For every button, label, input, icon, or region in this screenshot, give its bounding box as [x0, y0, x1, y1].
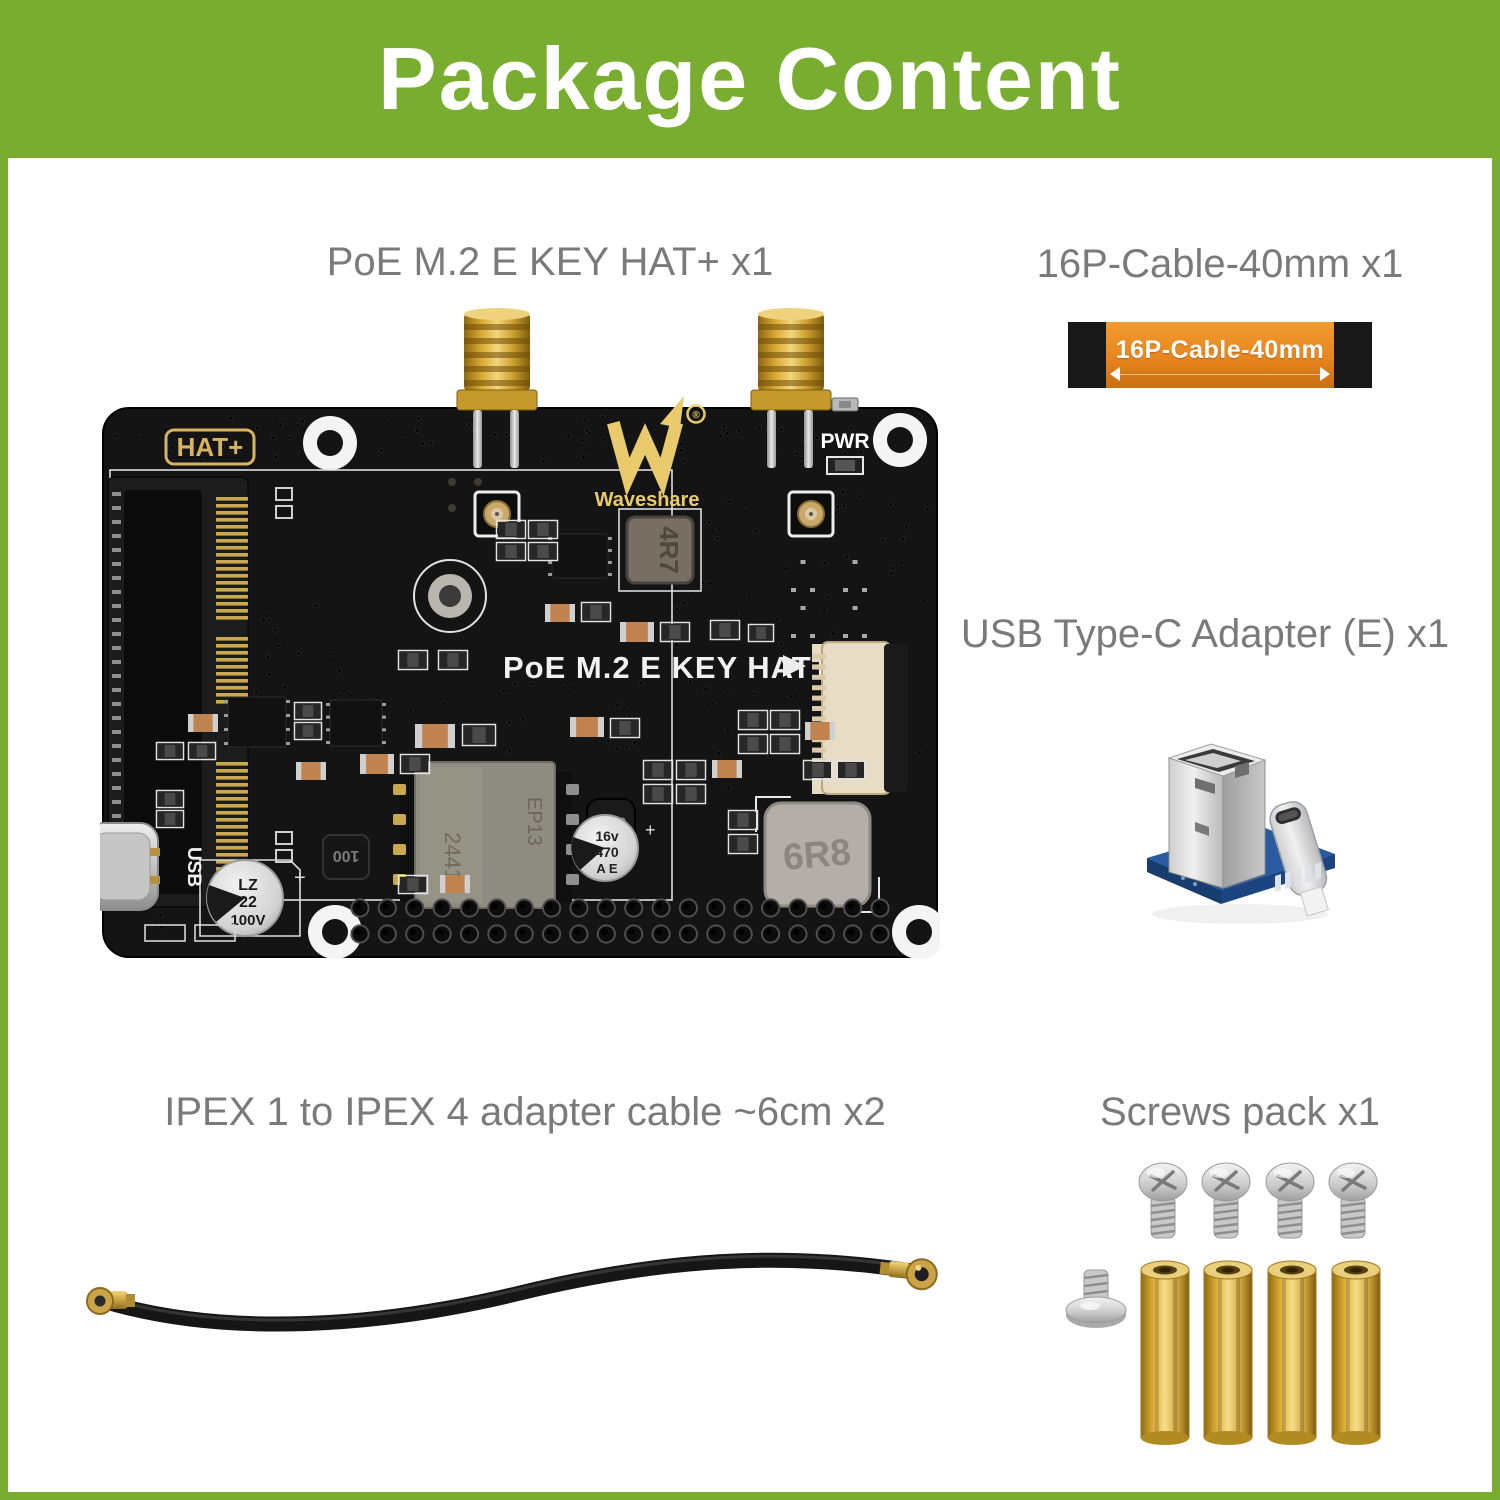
capacitor-lz: LZ 22 100V + — [199, 859, 306, 937]
cable-arrow-right-icon — [1320, 367, 1330, 381]
transformer-lot-text: 2441 — [440, 832, 465, 881]
adapter-solder-pins — [1275, 862, 1321, 892]
silk-arrow-icon — [783, 655, 806, 677]
label-16p-cable: 16P-Cable-40mm x1 — [1036, 242, 1404, 286]
cable-arrow-left-icon — [1110, 367, 1120, 381]
transformer-code-text: EP13 — [523, 797, 545, 846]
cable-fold-line — [1120, 374, 1320, 375]
usb-a-connector — [1167, 743, 1267, 889]
usbc-adapter-image: USB Ty Ad — [1147, 743, 1335, 924]
cable-print-text: 16P-Cable-40mm — [1115, 335, 1325, 364]
ipex-cable-image — [86, 1252, 938, 1332]
inductor-6r8: 6R8 — [755, 796, 880, 913]
cable-end-stiffener — [1068, 322, 1106, 388]
label-usbc-adapter: USB Type-C Adapter (E) x1 — [960, 612, 1450, 656]
usb-silk-text: USB — [183, 847, 204, 887]
ipex-plug-right — [879, 1258, 938, 1291]
cap-small-plus: + — [645, 820, 656, 840]
small-screw — [1065, 1269, 1127, 1328]
pwr-text: PWR — [821, 430, 870, 453]
cable-highlight — [109, 1254, 913, 1322]
cap-small-line2: 470 — [595, 844, 619, 860]
sma-connector-right — [750, 308, 832, 468]
inductor-100: 100 — [322, 834, 370, 880]
cap-small-line3: A E — [596, 861, 618, 876]
frame-left — [0, 158, 8, 1500]
page-title: Package Content — [378, 29, 1122, 128]
mounting-holes — [303, 413, 940, 959]
usbc-port: USB — [100, 822, 236, 942]
smd-components — [155, 519, 870, 895]
poe-hat-board-image: HAT+ ® Wa — [100, 308, 940, 959]
waveshare-logo: ® Waveshare — [595, 396, 706, 511]
inductor-6r8-text: 6R8 — [781, 831, 852, 878]
cap-large-line2: 22 — [239, 894, 257, 911]
label-ipex-cable: IPEX 1 to IPEX 4 adapter cable ~6cm x2 — [164, 1090, 886, 1134]
adapter-shadow — [1152, 904, 1328, 924]
label-screws-pack: Screws pack x1 — [1099, 1090, 1381, 1134]
cap-small-line1: 16v — [595, 828, 619, 844]
transformer-ep13: 2441 EP13 — [393, 761, 579, 909]
cable-end-stiffener — [1334, 322, 1372, 388]
hat-plus-text: HAT+ — [177, 432, 244, 462]
inductor-100-text: 100 — [333, 847, 360, 864]
registered-mark: ® — [692, 410, 700, 421]
16p-ribbon-cable-image: 16P-Cable-40mm — [1068, 322, 1372, 388]
brass-standoffs — [1140, 1260, 1381, 1445]
sma-connector-left — [456, 308, 538, 468]
ipex-plug-left — [86, 1287, 135, 1315]
gpio-header-holes — [350, 898, 890, 944]
hat-plus-badge: HAT+ — [164, 428, 256, 466]
label-poe-hat: PoE M.2 E KEY HAT+ x1 — [326, 240, 774, 284]
cable-body: 16P-Cable-40mm — [1106, 322, 1334, 388]
inductor-4r7-text: 4R7 — [654, 526, 684, 574]
board-silk-title: PoE M.2 E KEY HAT+ — [503, 650, 831, 685]
cap-large-line3: 100V — [230, 912, 265, 929]
ipex-socket — [787, 490, 835, 538]
capacitor-470uf: 16v 470 A E + — [571, 814, 656, 882]
machine-screws — [1138, 1162, 1378, 1239]
cap-large-line1: LZ — [238, 877, 258, 894]
pwr-indicator: PWR — [821, 397, 870, 475]
frame-bottom — [0, 1492, 1500, 1500]
brand-text: Waveshare — [595, 489, 700, 511]
header-banner: Package Content — [0, 0, 1500, 158]
inductor-4r7: 4R7 — [618, 508, 702, 592]
cap-large-plus: + — [294, 867, 306, 889]
screws-pack-image — [1065, 1162, 1381, 1445]
frame-right — [1492, 158, 1500, 1500]
usb-c-connector — [1269, 801, 1329, 917]
cable-wire — [102, 1252, 920, 1332]
ffc-connector — [812, 641, 908, 795]
